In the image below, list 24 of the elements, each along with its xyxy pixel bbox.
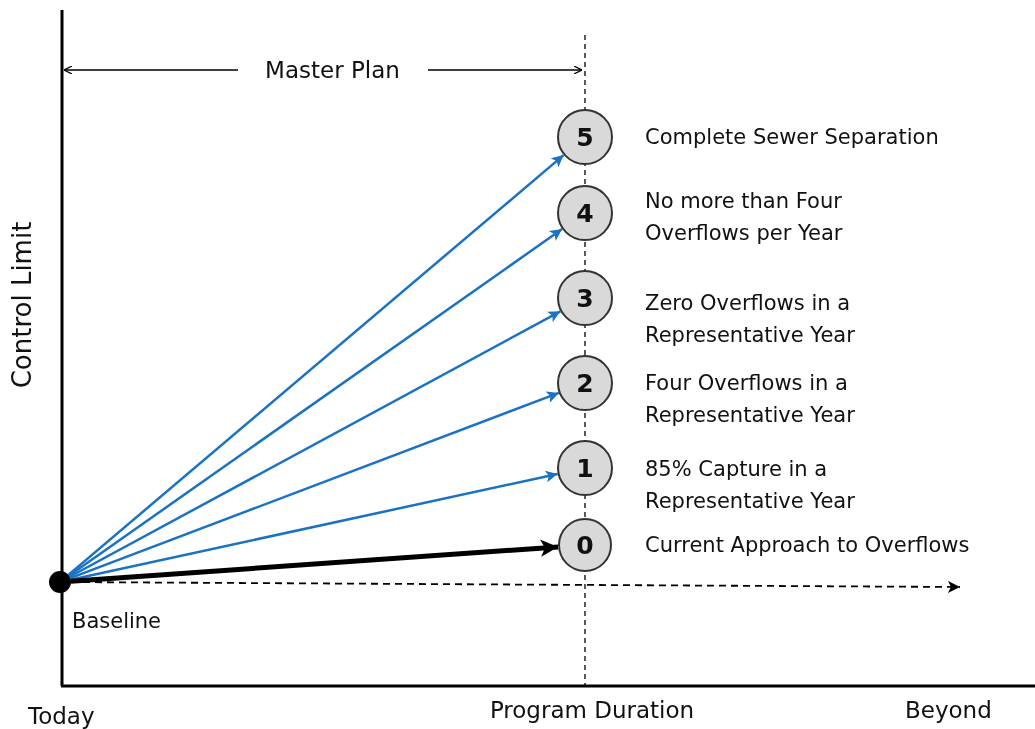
- step-circle: 4: [557, 185, 613, 241]
- node-caption: Four Overflows in a Representative Year: [645, 370, 856, 429]
- arrow: [67, 154, 565, 576]
- baseline-dot: [49, 571, 71, 593]
- node-caption: Current Approach to Overflows: [645, 532, 971, 559]
- arrow: [68, 228, 563, 577]
- step-circle: 2: [557, 355, 613, 411]
- step-circle: 3: [557, 270, 613, 326]
- axis-label: Beyond: [905, 696, 992, 725]
- step-circle: 5: [557, 109, 613, 165]
- node-caption: Complete Sewer Separation: [645, 124, 940, 151]
- node-caption: No more than Four Overflows per Year: [645, 188, 844, 247]
- arrow: [70, 539, 559, 584]
- arrow: [70, 470, 558, 581]
- node-caption: 85% Capture in a Representative Year: [645, 456, 856, 515]
- arrow: [69, 310, 561, 578]
- arrow: [69, 391, 560, 580]
- step-circle: 1: [557, 440, 613, 496]
- axis-title: Control Limit: [6, 221, 38, 389]
- node-caption: Zero Overflows in a Representative Year: [645, 290, 856, 349]
- step-circle: 0: [558, 518, 612, 572]
- node-caption: Baseline: [72, 608, 163, 635]
- axis-label: Today: [28, 702, 95, 729]
- axis-label: Program Duration: [488, 696, 696, 725]
